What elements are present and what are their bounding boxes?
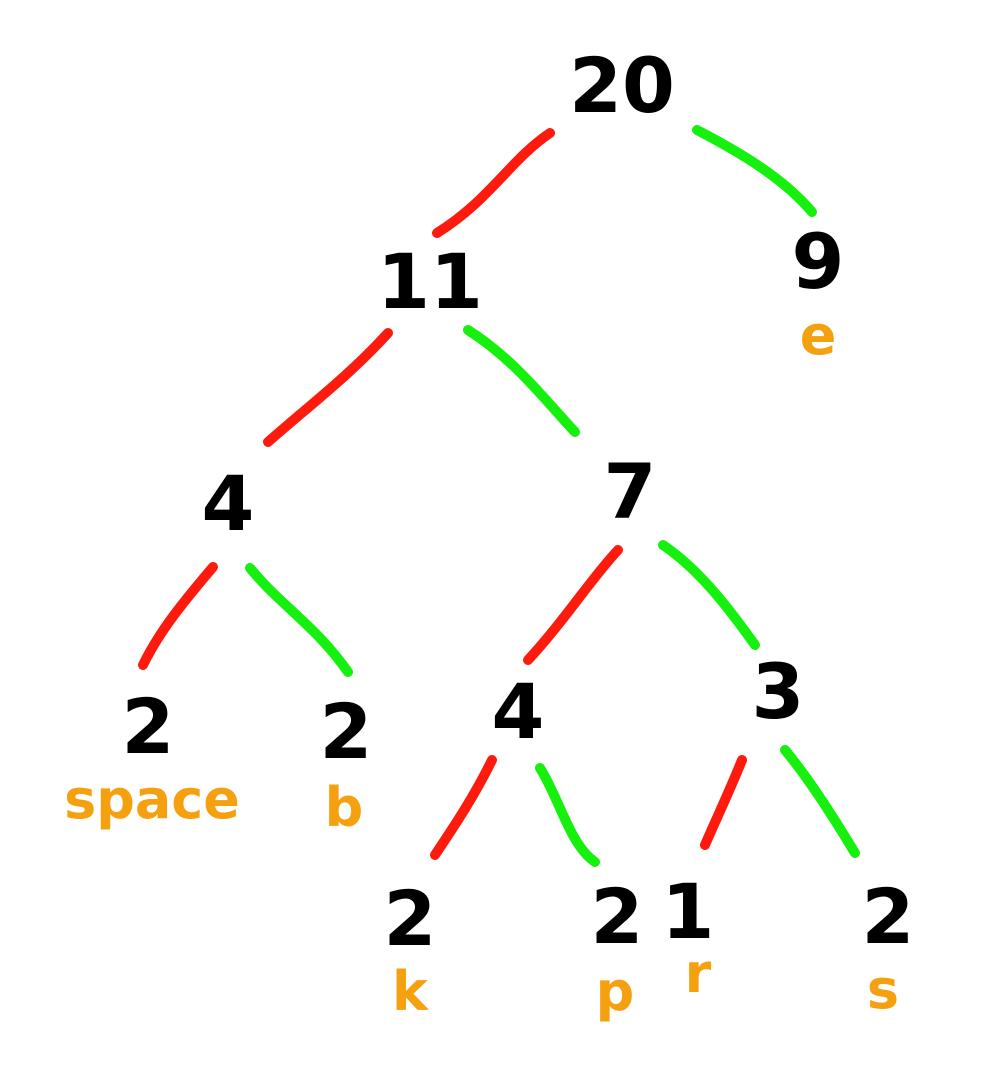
node-weight-p: 2 (591, 872, 644, 961)
node-symbol-space: space (64, 768, 240, 831)
edge-n3-to-s (780, 745, 860, 858)
node-symbol-b: b (325, 776, 364, 839)
edge-n11-to-n4a (263, 328, 393, 447)
node-weight-4a: 4 (202, 459, 255, 548)
node-weight-space: 2 (122, 682, 175, 771)
edge-n7-to-n3 (658, 540, 760, 650)
node-symbol-e: e (800, 304, 837, 367)
tree-nodes: 20 11 9 e 4 7 2 space 2 b 4 3 2 k 2 p 1 … (64, 41, 914, 1023)
tree-edges (138, 125, 860, 867)
node-weight-s: 2 (862, 872, 915, 961)
node-weight-b: 2 (320, 687, 373, 776)
edge-n4b-to-k (430, 755, 497, 860)
node-weight-7: 7 (604, 447, 657, 536)
node-symbol-k: k (392, 960, 429, 1023)
node-weight-r: 1 (662, 867, 715, 956)
edge-root-to-e (692, 125, 817, 217)
edge-n11-to-n7 (463, 325, 580, 437)
node-weight-3: 3 (752, 647, 805, 736)
edge-n7-to-n4b (523, 545, 623, 665)
node-weight-e: 9 (792, 217, 845, 306)
edge-root-to-n11 (432, 128, 555, 238)
node-weight-k: 2 (384, 874, 437, 963)
node-symbol-p: p (596, 960, 635, 1023)
edge-n4a-to-space (138, 562, 218, 670)
node-symbol-s: s (867, 958, 899, 1021)
node-weight-root: 20 (569, 41, 675, 130)
edge-n4b-to-p (535, 763, 600, 867)
node-weight-4b: 4 (492, 667, 545, 756)
node-weight-11: 11 (377, 237, 483, 326)
node-symbol-r: r (685, 942, 712, 1005)
edge-n4a-to-b (245, 563, 353, 677)
edge-n3-to-r (700, 755, 747, 850)
